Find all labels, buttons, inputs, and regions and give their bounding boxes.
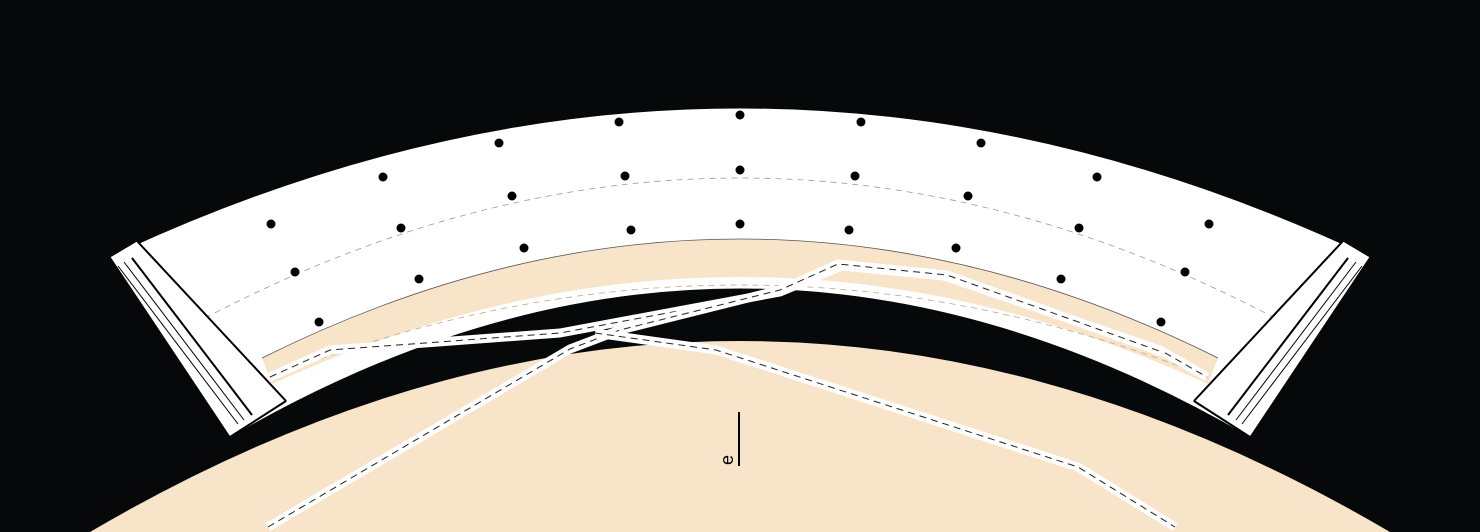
- grid-dot: [844, 225, 854, 235]
- grid-dot: [1156, 317, 1166, 327]
- left-end-wall: [109, 240, 287, 438]
- grid-dot: [290, 267, 300, 277]
- grid-dot: [1092, 172, 1102, 182]
- grid-dot: [626, 225, 636, 235]
- grid-dot: [378, 172, 388, 182]
- inner-floor-region: [262, 239, 1218, 384]
- section-marker: e: [717, 412, 740, 466]
- grid-dot: [519, 243, 529, 253]
- grid-dot: [266, 219, 276, 229]
- path-b: [265, 259, 1164, 531]
- grid-dot: [614, 117, 624, 127]
- grid-dot: [1074, 223, 1084, 233]
- dot-grid: [266, 110, 1214, 327]
- grid-dot: [494, 138, 504, 148]
- grid-dot: [850, 171, 860, 181]
- grid-dot: [314, 317, 324, 327]
- right-end-wall: [1193, 240, 1371, 438]
- inner-wall-outline: [261, 238, 1219, 359]
- grid-dot: [1204, 219, 1214, 229]
- grid-dot: [735, 165, 745, 175]
- grid-dot: [951, 243, 961, 253]
- section-marker-label: e: [717, 455, 737, 465]
- grid-dot: [856, 117, 866, 127]
- dashed-guide-arc-lower: [289, 284, 1191, 371]
- grid-dot: [620, 171, 630, 181]
- grid-dot: [414, 274, 424, 284]
- grid-dot: [1056, 274, 1066, 284]
- grid-dot: [396, 223, 406, 233]
- grid-dot: [735, 110, 745, 120]
- grid-dot: [507, 191, 517, 201]
- grid-dot: [735, 219, 745, 229]
- path-c: [594, 328, 1178, 531]
- grid-dot: [1180, 267, 1190, 277]
- grid-dot: [976, 138, 986, 148]
- grid-dot: [963, 191, 973, 201]
